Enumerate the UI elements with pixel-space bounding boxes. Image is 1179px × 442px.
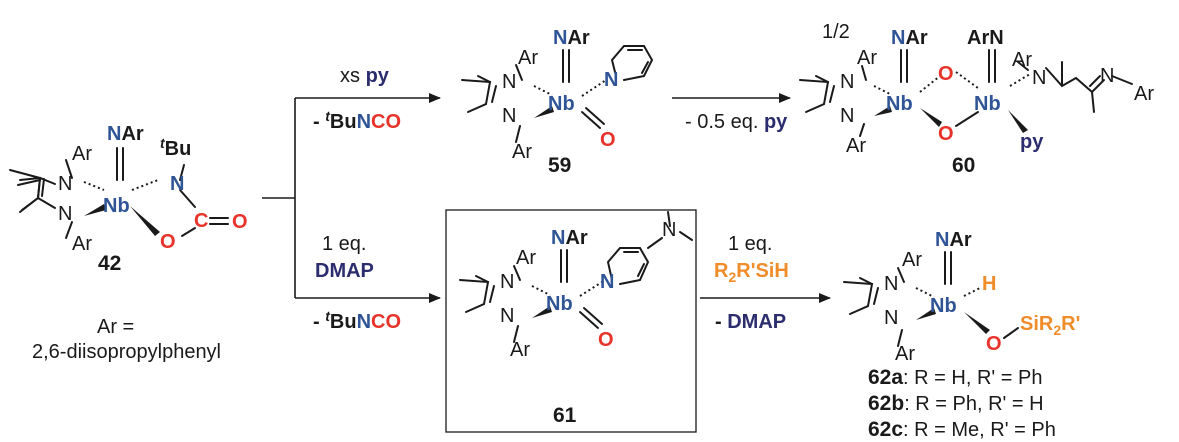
ar-label-59-top: Ar: [518, 47, 538, 69]
ligand-backbone-42: [9, 169, 56, 211]
nar-label-62: NAr: [935, 229, 972, 251]
o-bridge-42: O: [160, 231, 176, 253]
ar-label-42-top: Ar: [72, 143, 92, 165]
nb-label-61: Nb: [546, 293, 573, 315]
ar-label-59-bottom: Ar: [512, 141, 532, 163]
ar-label-61-bottom: Ar: [510, 339, 530, 361]
n-label-60-top: N: [840, 71, 854, 93]
compound-61: NAr Ar N N Ar Nb N N O 61: [445, 209, 697, 433]
nb-label-59: Nb: [548, 93, 575, 115]
o-siloxide-62: O: [986, 333, 1002, 355]
n-label-42-bottom: N: [58, 203, 72, 225]
n-carbamate-42: N: [170, 173, 184, 195]
n-label-59-top: N: [502, 71, 516, 93]
compound-number-60: 60: [952, 154, 975, 177]
n-amido-60: N: [1032, 67, 1046, 89]
conditions-step-60: - 0.5 eq. py: [685, 111, 788, 133]
n-label-61-top: N: [500, 271, 514, 293]
tbu-label-42: tBu: [160, 135, 191, 160]
arn-label-60: ArN: [967, 27, 1004, 49]
compound-60: 1/2 NAr Ar N N Ar Nb O O Nb ArN Ar N N A…: [799, 21, 1154, 177]
n-label-60-bottom: N: [840, 105, 854, 127]
n-label-42-top: N: [58, 173, 72, 195]
byproduct-tbunco-top: - tBuNCO: [313, 108, 401, 133]
compound-number-61: 61: [553, 404, 577, 427]
ar-label-60-amido: Ar: [1012, 49, 1032, 71]
n-label-62-bottom: N: [884, 307, 898, 329]
n-label-59-bottom: N: [502, 105, 516, 127]
byproduct-tbunco-bottom: - tBuNCO: [313, 308, 401, 333]
condition-1eq: 1 eq.: [322, 233, 366, 255]
highlight-box-61: [445, 209, 697, 433]
n-pyridine-61: N: [600, 271, 614, 293]
pyridine-ring-59: [610, 45, 654, 81]
ar-label-62-bottom: Ar: [895, 343, 915, 365]
reaction-arrows: [262, 93, 831, 303]
dmap-ring-61: [606, 247, 650, 285]
nar-label-61: NAr: [551, 227, 588, 249]
conditions-step-62: 1 eq. R2R'SiH - DMAP: [714, 233, 789, 333]
ar-imine-60: Ar: [1134, 83, 1154, 105]
condition-dmap: DMAP: [315, 260, 374, 282]
ar-definition-eq: Ar =: [97, 316, 134, 338]
ar-label-61-top: Ar: [516, 247, 536, 269]
condition-silane: R2R'SiH: [714, 260, 789, 285]
nar-label-59: NAr: [553, 27, 590, 49]
ar-definition: 2,6-diisopropylphenyl: [32, 341, 221, 363]
variant-62a: 62a: R = H, R' = Ph: [868, 366, 1042, 389]
n-dimethylamino-61: N: [662, 219, 676, 241]
o-oxo-59: O: [600, 129, 616, 151]
c-carbamate-42: C: [194, 210, 208, 232]
compound-number-42: 42: [98, 252, 121, 275]
py-label-60: py: [1020, 131, 1044, 153]
compound-62: NAr Ar N N Ar Nb H O SiR2R' 62a: R = H, …: [843, 229, 1080, 441]
n-pyridine-59: N: [604, 69, 618, 91]
o-oxo-61: O: [598, 329, 614, 351]
ar-label-62-top: Ar: [902, 249, 922, 271]
o-carbonyl-42: O: [232, 211, 248, 233]
nar-label-42: NAr: [107, 123, 144, 145]
nb-label-60-left: Nb: [886, 93, 913, 115]
compound-59: NAr Ar N N Ar Nb N O 59: [461, 27, 654, 177]
nar-label-60: NAr: [891, 27, 928, 49]
n-label-61-bottom: N: [500, 305, 514, 327]
condition-xs-py: xs py: [340, 65, 390, 87]
condition-1eq-silane: 1 eq.: [728, 233, 772, 255]
variant-62c: 62c: R = Me, R' = Ph: [868, 418, 1056, 441]
condition-half-eq-py: - 0.5 eq. py: [685, 111, 788, 133]
half-label-60: 1/2: [822, 21, 850, 43]
n-label-62-top: N: [884, 273, 898, 295]
ar-label-60-bottom: Ar: [846, 135, 866, 157]
silyl-group-62: SiR2R': [1020, 313, 1080, 338]
ar-label-42-bottom: Ar: [72, 233, 92, 255]
o-bridge-60-top: O: [938, 63, 954, 85]
compound-number-59: 59: [548, 154, 571, 177]
variant-62b: 62b: R = Ph, R' = H: [868, 392, 1044, 415]
conditions-step-61: 1 eq. DMAP - tBuNCO: [313, 233, 401, 333]
n-imine-60: N: [1100, 65, 1114, 87]
ar-label-60-top: Ar: [857, 47, 877, 69]
nb-label-62: Nb: [930, 295, 957, 317]
condition-minus-dmap: - DMAP: [715, 311, 786, 333]
compound-42: NAr Ar N N Ar Nb tBu N C O O 42 Ar = 2,6…: [9, 123, 248, 363]
nb-label-60-right: Nb: [974, 93, 1001, 115]
conditions-step-59: xs py - tBuNCO: [313, 65, 401, 133]
nb-label-42: Nb: [103, 195, 130, 217]
h-hydride-62: H: [982, 273, 996, 295]
o-bridge-60-bottom: O: [938, 123, 954, 145]
